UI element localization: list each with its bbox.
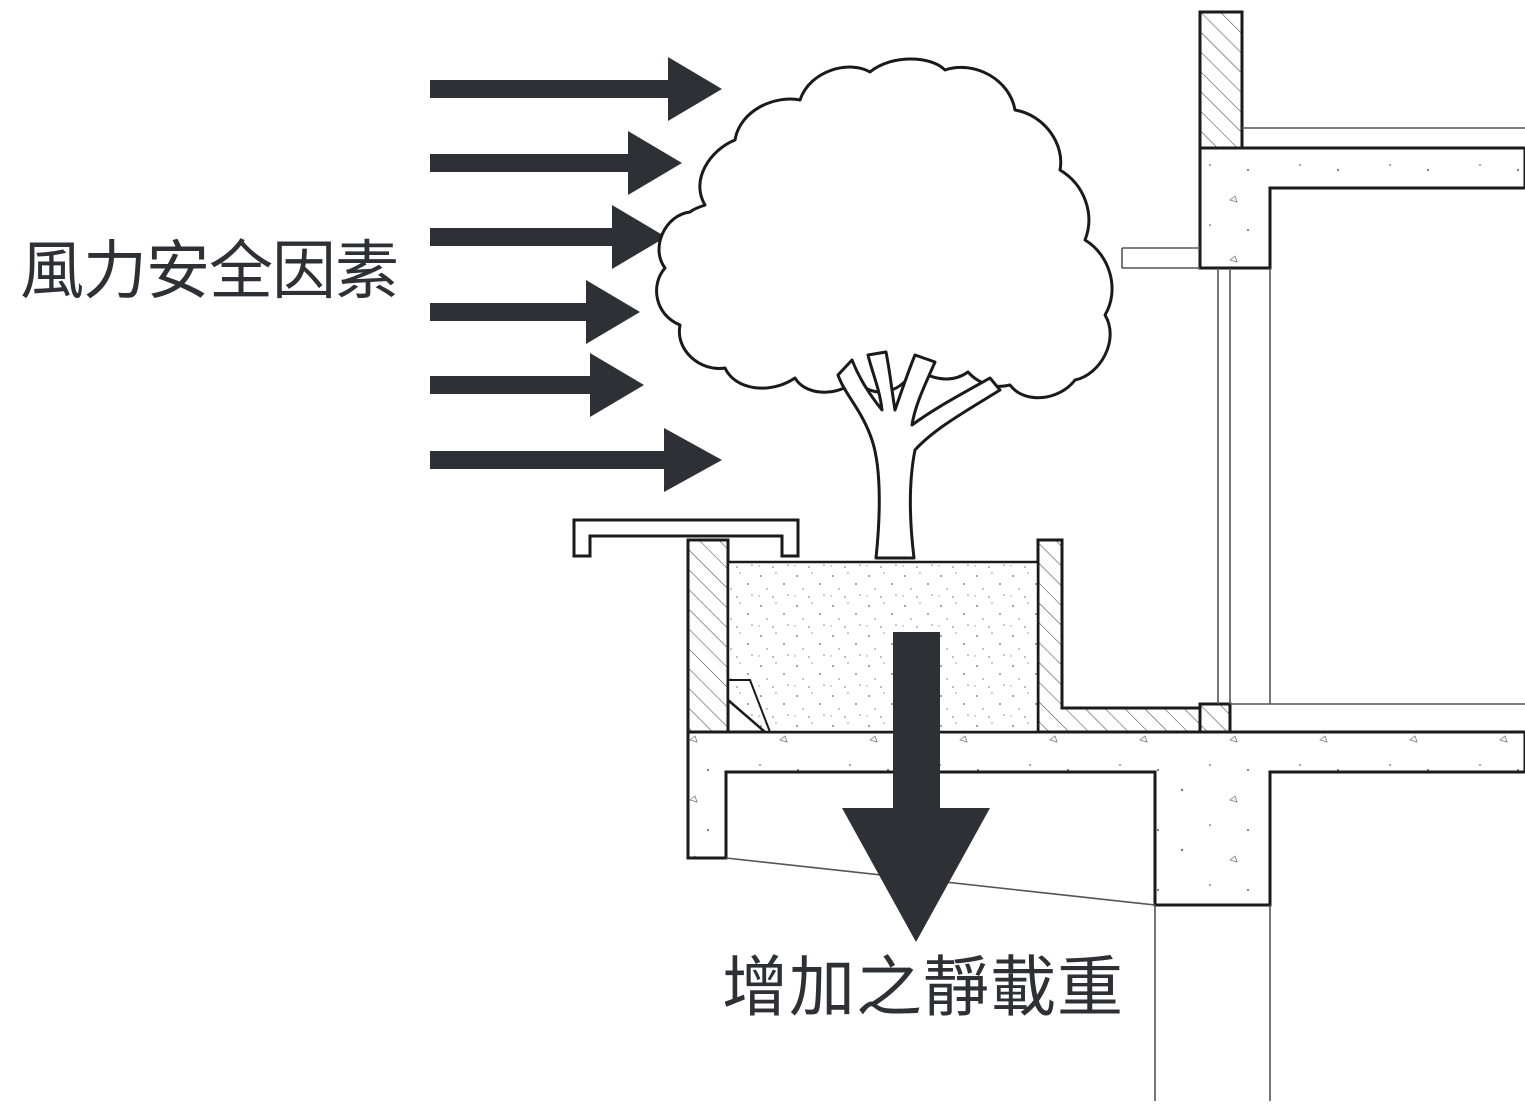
upper-slab	[1198, 146, 1525, 270]
upper-parapet	[1198, 10, 1244, 150]
planter-coping	[572, 518, 800, 558]
wind-arrows	[430, 57, 722, 492]
right-arrow-icon	[430, 280, 640, 344]
right-arrow-icon	[430, 428, 722, 492]
lower-slab	[686, 730, 1525, 907]
building-thin-lines	[725, 127, 1525, 1101]
dead-load-label: 增加之靜載重	[722, 949, 1124, 1026]
right-arrow-icon	[430, 131, 682, 195]
tree-icon	[655, 57, 1114, 560]
tree-trunk	[836, 350, 1002, 560]
wind-factor-label: 風力安全因素	[20, 235, 399, 309]
planter-wall-left	[686, 538, 730, 734]
right-arrow-icon	[430, 353, 644, 417]
right-arrow-icon	[430, 57, 722, 121]
planter-wall-right	[1036, 538, 1202, 734]
tree-canopy	[655, 57, 1114, 400]
down-arrow-icon	[842, 632, 990, 942]
door-threshold	[1198, 702, 1232, 734]
right-arrow-icon	[430, 205, 666, 269]
planter-soil	[726, 560, 1040, 734]
